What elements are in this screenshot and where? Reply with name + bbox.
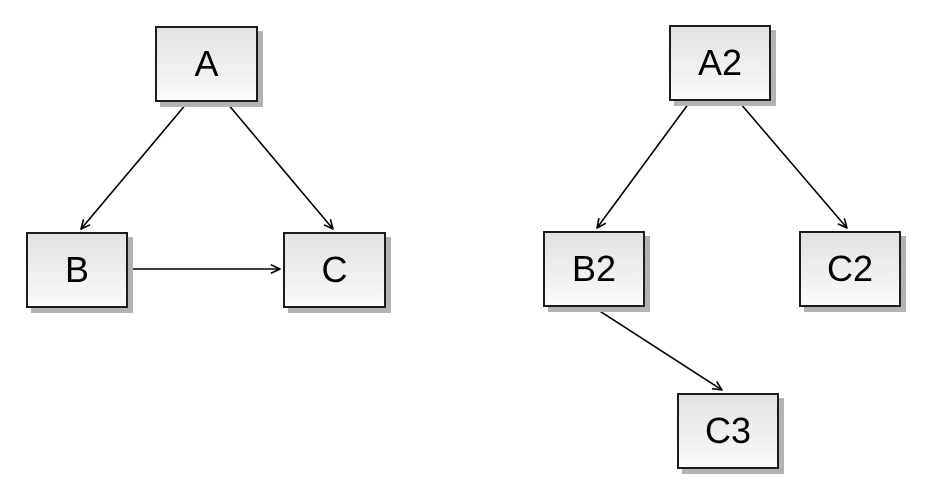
node-label-C2: C2 — [826, 248, 874, 289]
node-label-B2: B2 — [571, 248, 617, 289]
edge-B2-C3 — [594, 307, 723, 391]
node-B2: B2 — [543, 231, 645, 307]
edge-A2-B2 — [596, 102, 690, 229]
node-B: B — [26, 232, 128, 308]
edges-group — [80, 102, 848, 391]
node-C2: C2 — [799, 231, 901, 307]
edge-A-B — [80, 102, 188, 230]
node-label-C: C — [321, 249, 348, 290]
node-A2: A2 — [669, 25, 771, 101]
edge-A2-C2 — [739, 102, 848, 229]
edge-A-C — [226, 102, 334, 230]
node-label-A: A — [194, 43, 219, 84]
node-label-C3: C3 — [704, 410, 752, 451]
node-A: A — [155, 26, 258, 102]
node-C3: C3 — [677, 393, 779, 469]
node-label-A2: A2 — [697, 42, 743, 83]
node-label-B: B — [64, 249, 89, 290]
node-C: C — [283, 232, 386, 308]
